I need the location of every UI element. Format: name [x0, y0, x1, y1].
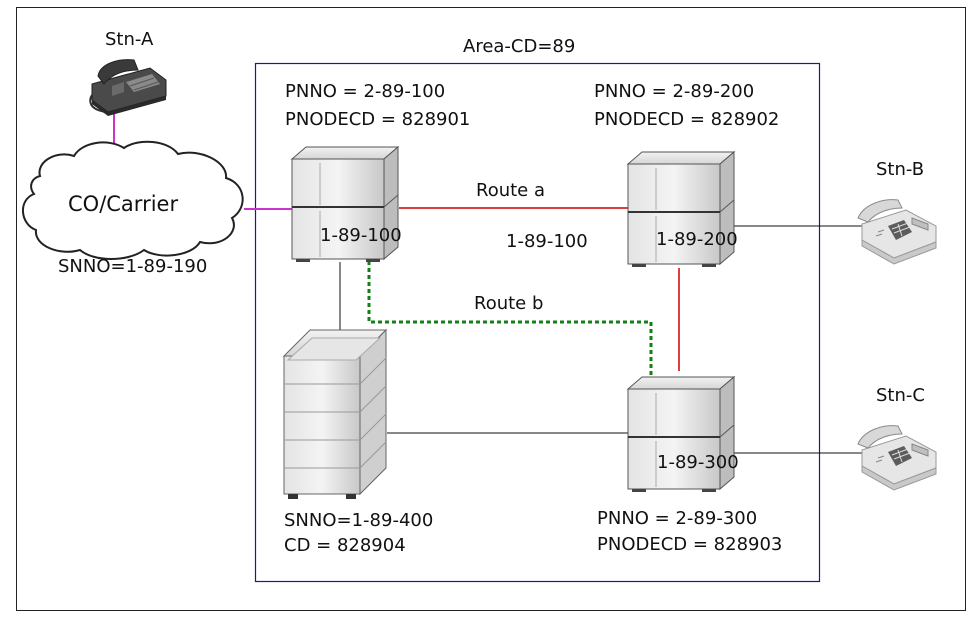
stn-b-label: Stn-B [876, 159, 925, 180]
pbx-node-400-cabinet [282, 328, 388, 499]
node-300-pnno: PNNO = 2-89-300 [597, 508, 758, 529]
area-label: Area-CD=89 [463, 36, 576, 57]
stn-c-phone-icon [857, 425, 937, 491]
stn-b-phone-icon [857, 199, 937, 265]
node-300-pnodecd: PNODECD = 828903 [597, 534, 783, 555]
route-b-line [367, 254, 653, 380]
pbx-node-300 [627, 376, 735, 493]
node-300-id: 1-89-300 [657, 452, 739, 473]
carrier-cloud [22, 140, 244, 260]
carrier-snno: SNNO=1-89-190 [58, 256, 208, 277]
route-a-dest-label: 1-89-100 [506, 231, 588, 252]
node-400-snno: SNNO=1-89-400 [284, 510, 434, 531]
node-200-pnodecd: PNODECD = 828902 [594, 109, 780, 130]
node-100-id: 1-89-100 [320, 225, 402, 246]
stn-c-label: Stn-C [876, 385, 925, 406]
node-200-pnno: PNNO = 2-89-200 [594, 81, 755, 102]
route-b-label: Route b [474, 293, 544, 314]
node-100-pnno: PNNO = 2-89-100 [285, 81, 446, 102]
stn-a-phone-icon [89, 59, 167, 116]
route-a-label: Route a [476, 180, 546, 201]
stn-a-label: Stn-A [105, 29, 154, 50]
area-box [254, 62, 821, 583]
outer-frame [16, 7, 966, 611]
node-200-id: 1-89-200 [656, 229, 738, 250]
node-400-cd: CD = 828904 [284, 535, 406, 556]
node-100-pnodecd: PNODECD = 828901 [285, 109, 471, 130]
carrier-label: CO/Carrier [68, 192, 179, 216]
